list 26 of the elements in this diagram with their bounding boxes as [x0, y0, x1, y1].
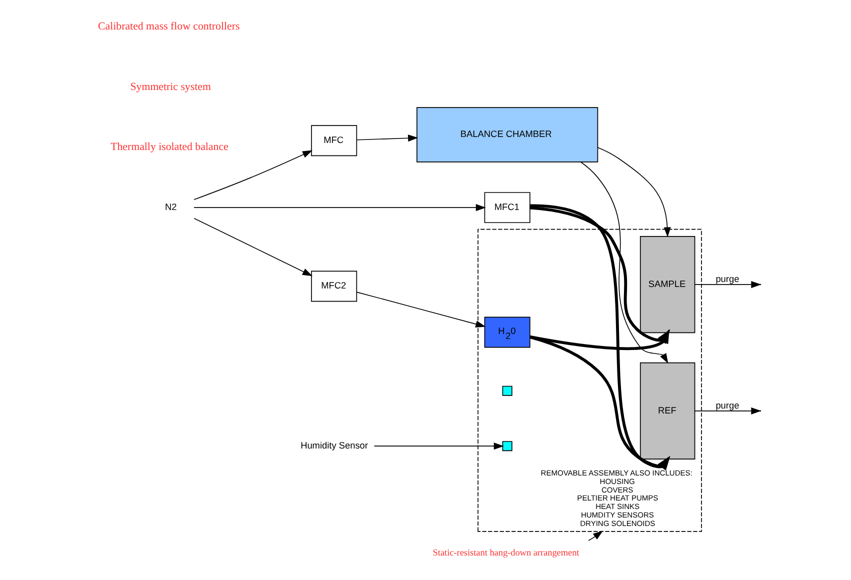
arrow: [193, 204, 486, 212]
label: Calibrated mass flow controllers: [98, 20, 240, 33]
node-box: MFC1: [484, 192, 530, 224]
arrow: [356, 292, 486, 328]
arrow: [596, 147, 670, 238]
node-box: MFC2: [310, 270, 357, 302]
arrow: [588, 530, 603, 541]
label: Symmetric system: [130, 80, 210, 93]
node-box: REF: [639, 362, 695, 460]
node-box: [502, 386, 512, 396]
edge-label: purge: [715, 274, 739, 284]
node-box: MFC: [310, 125, 357, 156]
arrow: [373, 442, 504, 450]
arrow: [193, 218, 312, 276]
arrow: [193, 150, 312, 200]
arrow: [529, 336, 670, 470]
arrow: [580, 162, 668, 364]
node-box: BALANCE CHAMBER: [416, 107, 598, 162]
node-box: SAMPLE: [639, 236, 695, 334]
label: Thermally isolated balance: [110, 141, 228, 154]
edge-label: purge: [715, 400, 739, 410]
node-text: N2: [164, 202, 176, 212]
node-box: [502, 441, 512, 452]
node-text: Static-resistant hang-down arrangement: [432, 548, 579, 558]
node-text: Humidity Sensor: [300, 440, 368, 450]
arrow: [356, 134, 418, 142]
